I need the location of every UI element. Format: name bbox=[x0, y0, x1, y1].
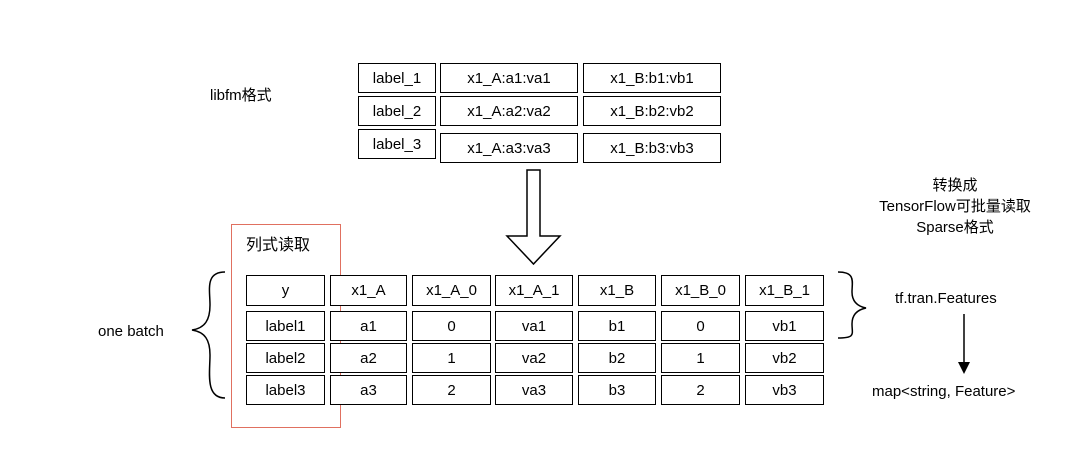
sparse-cell: b1 bbox=[578, 311, 656, 341]
libfm-cell: x1_B:b1:vb1 bbox=[583, 63, 721, 93]
convert-label-line1: 转换成 bbox=[932, 177, 978, 194]
small-down-arrow-icon bbox=[958, 362, 970, 374]
left-brace-icon bbox=[191, 271, 226, 399]
sparse-cell: label3 bbox=[246, 375, 325, 405]
libfm-cell: x1_B:b3:vb3 bbox=[583, 133, 721, 163]
libfm-cell: label_2 bbox=[358, 96, 436, 126]
sparse-cell: a2 bbox=[330, 343, 407, 373]
sparse-header-cell: x1_B_1 bbox=[745, 275, 824, 306]
libfm-format-label: libfm格式 bbox=[210, 87, 272, 104]
libfm-cell: x1_B:b2:vb2 bbox=[583, 96, 721, 126]
sparse-cell: 2 bbox=[412, 375, 491, 405]
sparse-header-cell: x1_A bbox=[330, 275, 407, 306]
one-batch-label: one batch bbox=[98, 323, 164, 340]
sparse-cell: vb1 bbox=[745, 311, 824, 341]
features-label: tf.tran.Features bbox=[895, 290, 997, 307]
sparse-cell: 1 bbox=[661, 343, 740, 373]
sparse-header-cell: y bbox=[246, 275, 325, 306]
libfm-cell: label_1 bbox=[358, 63, 436, 93]
convert-label: 转换成 TensorFlow可批量读取 Sparse格式 bbox=[840, 175, 1070, 238]
right-brace-icon bbox=[837, 271, 867, 339]
sparse-cell: va2 bbox=[495, 343, 573, 373]
sparse-cell: vb3 bbox=[745, 375, 824, 405]
convert-label-line2: TensorFlow可批量读取 bbox=[879, 198, 1031, 215]
map-label: map<string, Feature> bbox=[872, 383, 1016, 400]
libfm-cell: x1_A:a2:va2 bbox=[440, 96, 578, 126]
sparse-header-cell: x1_B bbox=[578, 275, 656, 306]
sparse-cell: 1 bbox=[412, 343, 491, 373]
sparse-cell: vb2 bbox=[745, 343, 824, 373]
column-read-label: 列式读取 bbox=[246, 237, 311, 254]
sparse-cell: 0 bbox=[412, 311, 491, 341]
sparse-cell: a1 bbox=[330, 311, 407, 341]
libfm-cell: x1_A:a1:va1 bbox=[440, 63, 578, 93]
hollow-down-arrow-icon bbox=[505, 169, 562, 266]
sparse-cell: label2 bbox=[246, 343, 325, 373]
sparse-cell: label1 bbox=[246, 311, 325, 341]
sparse-cell: va3 bbox=[495, 375, 573, 405]
sparse-cell: 0 bbox=[661, 311, 740, 341]
sparse-cell: b2 bbox=[578, 343, 656, 373]
sparse-header-cell: x1_A_0 bbox=[412, 275, 491, 306]
sparse-cell: a3 bbox=[330, 375, 407, 405]
sparse-cell: b3 bbox=[578, 375, 656, 405]
libfm-cell: x1_A:a3:va3 bbox=[440, 133, 578, 163]
libfm-cell: label_3 bbox=[358, 129, 436, 159]
sparse-header-cell: x1_A_1 bbox=[495, 275, 573, 306]
convert-label-line3: Sparse格式 bbox=[916, 219, 994, 236]
sparse-header-cell: x1_B_0 bbox=[661, 275, 740, 306]
sparse-cell: 2 bbox=[661, 375, 740, 405]
sparse-cell: va1 bbox=[495, 311, 573, 341]
